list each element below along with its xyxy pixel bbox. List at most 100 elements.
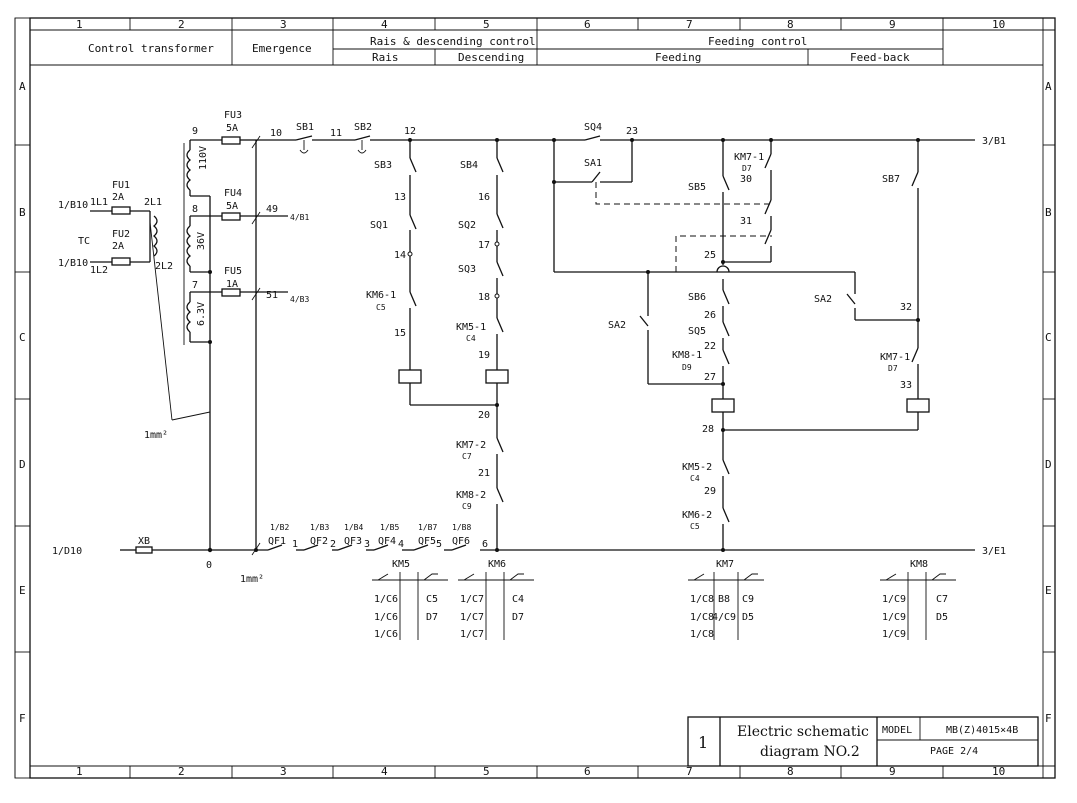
diagram-label: 11 [330, 128, 342, 139]
section-header: Control transformer Emergence Rais & des… [30, 30, 1043, 66]
diagram-label: FU3 [224, 110, 242, 121]
diagram-label: 31 [740, 216, 752, 227]
header-feeding-control: Feeding control [708, 35, 807, 48]
diagram-label: 36V [196, 232, 207, 250]
header-rais-descending: Rais & descending control [370, 35, 536, 48]
diagram-label: SB7 [882, 174, 900, 185]
diagram-label: 2 [178, 765, 185, 778]
header-descending: Descending [458, 51, 524, 64]
col-10: 10 [992, 18, 1005, 31]
diagram-label: 8 [787, 765, 794, 778]
xref-km8: KM8 1/C9 C7 1/C9 D5 1/C9 [880, 559, 956, 640]
coil-36v [186, 225, 192, 267]
primary-coil [152, 215, 158, 257]
diagram-label: D9 [682, 363, 692, 372]
coil-km6 [485, 369, 509, 384]
diagram-label: 1/C9 [882, 629, 906, 640]
row-b: B [19, 206, 26, 219]
diagram-label: 28 [702, 424, 714, 435]
diagram-label: 5 [436, 539, 442, 550]
title-block: 1 Electric schematic diagram NO.2 MODEL … [687, 716, 1039, 767]
diagram-label: SB1 [296, 122, 314, 133]
diagram-label: 1/C9 [882, 594, 906, 605]
diagram-label: 5A [226, 201, 238, 212]
diagram-label: KM5 [392, 559, 410, 570]
xref-km6: KM6 1/C7 C4 1/C7 D7 1/C7 [458, 559, 534, 640]
diagram-label: E [1045, 584, 1052, 597]
diagram-label: 1/B2 [270, 523, 289, 532]
terminal-xb [135, 546, 153, 554]
diagram-label: SQ3 [458, 264, 476, 275]
diagram-label: 27 [704, 372, 716, 383]
header-control-transformer: Control transformer [88, 42, 214, 55]
diagram-label: 1mm² [240, 574, 264, 585]
title-line-2: diagram NO.2 [760, 744, 860, 760]
diagram-label: 15 [394, 328, 406, 339]
coil-6v3 [186, 301, 192, 333]
diagram-label: FU2 [112, 229, 130, 240]
diagram-label: 9 [889, 765, 896, 778]
outer-frame [29, 17, 1056, 779]
col-2: 2 [178, 18, 185, 31]
diagram-label: 3 [364, 539, 370, 550]
fuse-fu1 [111, 206, 131, 215]
diagram-label: 1/C8 [690, 629, 714, 640]
diagram-label: 1/B7 [418, 523, 437, 532]
coil-km7 [711, 398, 735, 413]
diagram-label: SA1 [584, 158, 602, 169]
diagram-label: 8 [192, 204, 198, 215]
diagram-label: 110V [198, 146, 209, 170]
diagram-label: 29 [704, 486, 716, 497]
diagram-label: 25 [704, 250, 716, 261]
diagram-label: 1/B4 [344, 523, 363, 532]
diagram-label: C9 [462, 502, 472, 511]
diagram-label: XB [138, 536, 150, 547]
column-dividers [129, 18, 944, 778]
diagram-label: SQ2 [458, 220, 476, 231]
diagram-label: 3/B1 [982, 136, 1006, 147]
diagram-label: SB5 [688, 182, 706, 193]
fuse-fu3 [221, 136, 241, 145]
diagram-label: KM7-1 [880, 352, 910, 363]
diagram-label: 1 [292, 539, 298, 550]
header-feed-back: Feed-back [850, 51, 910, 64]
diagram-label: QF6 [452, 536, 470, 547]
diagram-label: 1/C6 [374, 629, 398, 640]
diagram-label: KM5-2 [682, 462, 712, 473]
header-emergence: Emergence [252, 42, 312, 55]
row-dividers [15, 144, 1055, 653]
diagram-label: 49 [266, 204, 278, 215]
col-8: 8 [787, 18, 794, 31]
top-bus: 10 SB1 11 SB2 12 SQ4 23 3/B1 [256, 122, 1006, 154]
col-1: 1 [76, 18, 83, 31]
page-number: PAGE 2/4 [930, 746, 978, 757]
diagram-label: 2 [330, 539, 336, 550]
diagram-label: 51 [266, 290, 278, 301]
diagram-label: D7 [512, 612, 524, 623]
diagram-label: 1/C7 [460, 612, 484, 623]
diagram-label: 19 [478, 350, 490, 361]
diagram-label: 1/C8 [690, 594, 714, 605]
control-transformer-circuit: 1/B10 1L1 FU1 2A 2L1 TC FU2 2A 1/B10 1L2… [58, 110, 309, 585]
diagram-label: 1L1 [90, 197, 108, 208]
feeding-branch: SA1 KM7-1 D7 30 SB5 31 25 SB6 26 SQ5 22 … [552, 140, 918, 550]
diagram-label: C4 [466, 334, 476, 343]
diagram-label: QF2 [310, 536, 328, 547]
diagram-label: 3/E1 [982, 546, 1006, 557]
diagram-label: 9 [192, 126, 198, 137]
diagram-label: 32 [900, 302, 912, 313]
diagram-label: 4/C9 [712, 612, 736, 623]
diagram-label: C9 [742, 594, 754, 605]
diagram-label: 21 [478, 468, 490, 479]
xref-km7: KM7 1/C8 B8 C9 1/C8 4/C9 D5 1/C8 [688, 559, 764, 640]
diagram-label: 17 [478, 240, 490, 251]
diagram-label: B8 [718, 594, 730, 605]
diagram-label: 20 [478, 410, 490, 421]
diagram-label: FU4 [224, 188, 242, 199]
diagram-label: C5 [376, 303, 386, 312]
diagram-label: 1mm² [144, 430, 168, 441]
diagram-label: 22 [704, 341, 716, 352]
diagram-label: 2A [112, 241, 124, 252]
column-numbers-top: 1 2 3 4 5 6 7 8 9 10 [76, 18, 1005, 31]
